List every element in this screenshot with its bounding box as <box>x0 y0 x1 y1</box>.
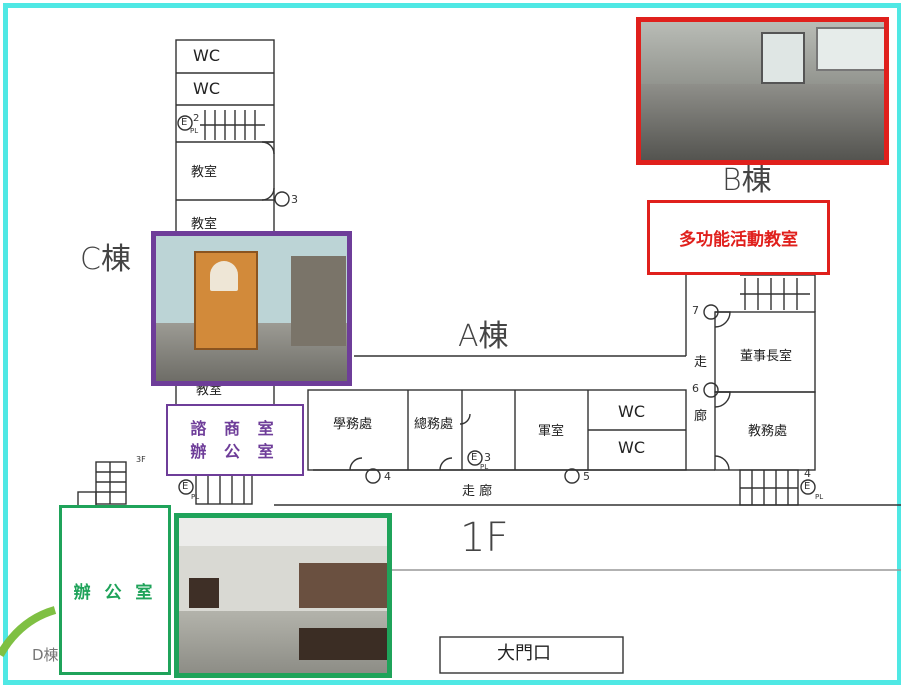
counseling-room-photo <box>151 231 352 386</box>
c-stair-num: 2 <box>193 113 200 124</box>
a-stair-tag: E <box>471 452 478 463</box>
c-lower-stair-sub: PL <box>191 493 200 501</box>
exit-marker-4 <box>365 468 381 484</box>
c-classroom-3: 教室 <box>196 383 223 398</box>
multi-purpose-room-callout: 多功能活動教室 <box>647 200 830 275</box>
d-wing-label: D棟 <box>32 646 59 664</box>
exit-marker-5 <box>564 468 580 484</box>
b-stair-num: 4 <box>804 467 811 480</box>
a-wc-1: WC <box>618 402 645 421</box>
office-photo <box>174 513 392 678</box>
floor-label: 1F <box>460 515 509 561</box>
c-stair-sub: PL <box>190 127 199 135</box>
b-wing-stairs <box>740 278 810 310</box>
exit-marker-3 <box>274 191 290 207</box>
c-lower-stair-tag: E <box>182 481 189 492</box>
a-room-military: 軍室 <box>538 424 565 439</box>
stair-marker-e2 <box>177 115 193 131</box>
b-room-chairman: 董事長室 <box>740 349 793 364</box>
b-exit-7: 7 <box>692 304 699 317</box>
multi-purpose-room-photo <box>636 17 889 165</box>
c-wc-1: WC <box>193 46 220 65</box>
d-floor-tag: 3F <box>136 455 146 464</box>
stair-marker-e3 <box>467 450 483 466</box>
stair-marker-e4 <box>800 479 816 495</box>
counseling-line-1: 諮 商 室 <box>190 418 280 438</box>
b-stair-tag: E <box>804 481 811 492</box>
c-classroom-2: 教室 <box>191 217 218 232</box>
c-wing-stairs <box>200 110 265 140</box>
b-exit-6: 6 <box>692 382 699 395</box>
c-stair-tag: E <box>181 117 188 128</box>
b-stair-sub: PL <box>815 493 824 501</box>
gate-label: 大門口 <box>497 643 551 664</box>
exit-marker-7 <box>703 304 719 320</box>
c-exit-3: 3 <box>291 193 298 206</box>
a-exit-4: 4 <box>384 470 391 483</box>
a-stair-sub: PL <box>480 463 489 471</box>
a-exit-5: 5 <box>583 470 590 483</box>
office-callout: 辦 公 室 <box>59 505 171 675</box>
stair-marker-e-c <box>178 479 194 495</box>
a-wing-label: A棟 <box>458 319 509 354</box>
d-wing-stairs <box>77 461 127 507</box>
b-corridor-1: 走 <box>694 355 708 370</box>
b-room-academic: 教務處 <box>748 424 788 439</box>
c-wc-2: WC <box>193 79 220 98</box>
a-wc-2: WC <box>618 438 645 457</box>
c-wing-lower-stairs <box>195 473 253 505</box>
exit-marker-6 <box>703 382 719 398</box>
b-corridor-2: 廊 <box>694 409 708 424</box>
a-corridor: 走 廊 <box>462 484 493 499</box>
b-wing-lower-stairs <box>739 469 799 506</box>
a-stair-num: 3 <box>484 451 491 464</box>
gate-box <box>439 636 624 674</box>
a-room-general-affairs: 總務處 <box>414 417 454 432</box>
b-wing-label: B棟 <box>722 163 772 198</box>
c-classroom: 教室 <box>191 165 218 180</box>
c-wing-label: C棟 <box>80 242 131 277</box>
counseling-line-2: 辦 公 室 <box>190 442 280 461</box>
counseling-room-callout: 諮 商 室 辦 公 室 <box>166 404 304 476</box>
a-room-student-affairs: 學務處 <box>333 417 373 432</box>
